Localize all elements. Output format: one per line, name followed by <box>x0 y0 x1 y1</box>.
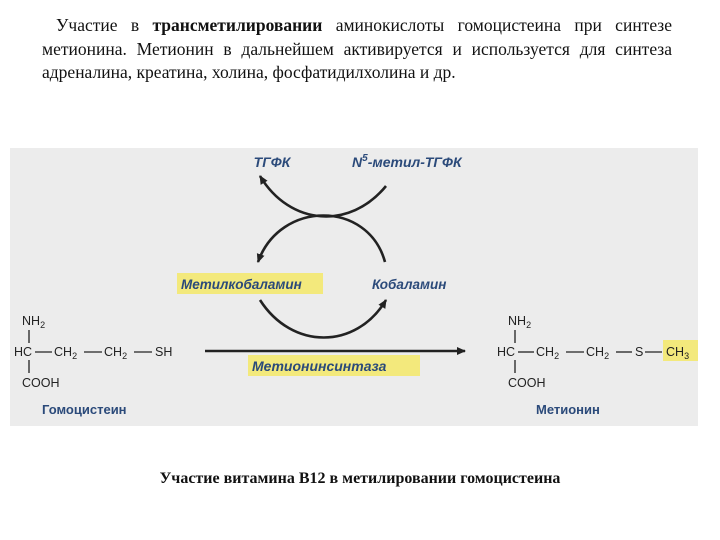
methionine-ch3-main: CH <box>666 345 684 359</box>
homocysteine-nh2-sub: 2 <box>40 320 45 330</box>
intro-paragraph: Участие в трансметилировании аминокислот… <box>42 14 672 85</box>
homocysteine-nh2-main: NH <box>22 314 40 328</box>
methionine-ch3: CH3 <box>666 345 689 361</box>
middle-cycle-arrow <box>256 214 387 263</box>
paragraph-text-1: Участие в <box>56 15 153 35</box>
methionine-cooh: COOH <box>508 376 546 390</box>
methyl-group-highlight <box>663 340 698 361</box>
homocysteine-ch2-b: CH2 <box>104 345 127 361</box>
cobalamin-label: Кобаламин <box>372 277 446 292</box>
n5-superscript: 5 <box>362 153 368 164</box>
homocysteine-ch2-a: CH2 <box>54 345 77 361</box>
methionine-ch2-a-main: CH <box>536 345 554 359</box>
paragraph-text-2: аминокислоты гомоцистеина при синтезе ме… <box>42 15 672 82</box>
methionine-nh2-sub: 2 <box>526 320 531 330</box>
homocysteine-name: Гомоцистеин <box>42 402 127 417</box>
homocysteine-ch2-a-main: CH <box>54 345 72 359</box>
methionine-s: S <box>635 345 643 359</box>
methionine-nh2-main: NH <box>508 314 526 328</box>
enzyme-highlight <box>248 355 420 376</box>
homocysteine-ch2-a-sub: 2 <box>72 351 77 361</box>
methylcobalamin-label: Метилкобаламин <box>181 277 302 292</box>
homocysteine-structure: NH2 HC CH2 CH2 SH COOH <box>14 314 172 390</box>
n5-rest-text: -метил-ТГФК <box>368 154 463 170</box>
homocysteine-sh: SH <box>155 345 172 359</box>
n5-methyl-tgfk-label: N5-метил-ТГФК <box>352 153 463 170</box>
methionine-ch2-b: CH2 <box>586 345 609 361</box>
tgfk-label: ТГФК <box>254 154 292 170</box>
homocysteine-cooh: COOH <box>22 376 60 390</box>
methionine-ch2-a: CH2 <box>536 345 559 361</box>
methionine-nh2: NH2 <box>508 314 531 330</box>
methionine-structure: NH2 HC CH2 CH2 S CH3 COOH <box>497 314 698 390</box>
methionine-name: Метионин <box>536 402 600 417</box>
methionine-ch3-sub: 3 <box>684 351 689 361</box>
methionine-ch2-a-sub: 2 <box>554 351 559 361</box>
methylcobalamin-highlight <box>177 273 323 294</box>
methionine-ch2-b-main: CH <box>586 345 604 359</box>
paragraph-bold-term: трансметилировании <box>152 15 323 35</box>
figure-caption: Участие витамина В12 в метилировании гом… <box>159 470 561 487</box>
lower-cycle-arrow <box>258 299 388 339</box>
diagram-panel <box>10 148 698 426</box>
methionine-ch2-b-sub: 2 <box>604 351 609 361</box>
homocysteine-ch2-b-sub: 2 <box>122 351 127 361</box>
homocysteine-ch2-b-main: CH <box>104 345 122 359</box>
methionine-hc: HC <box>497 345 515 359</box>
homocysteine-nh2: NH2 <box>22 314 45 330</box>
methionine-synthase-label: Метионинсинтаза <box>252 358 387 374</box>
homocysteine-hc: HC <box>14 345 32 359</box>
